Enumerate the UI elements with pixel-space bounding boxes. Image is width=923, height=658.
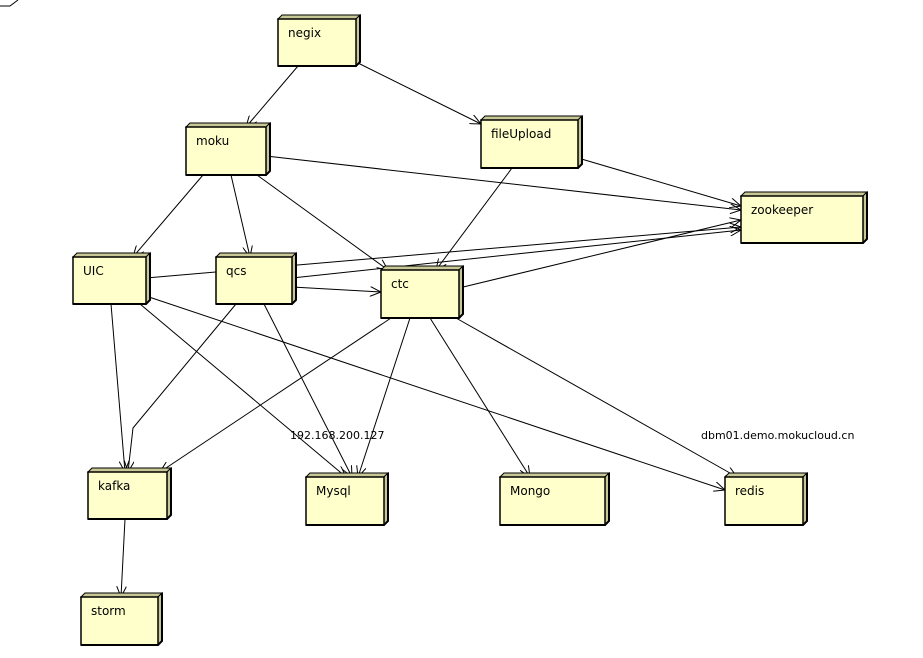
edge-layer — [110, 62, 741, 597]
edge-moku-to-qcs — [230, 174, 250, 257]
node-mysql[interactable]: Mysql — [304, 471, 390, 527]
node-label-storm: storm — [91, 604, 126, 618]
node-front-face — [305, 476, 385, 526]
node-front-face — [215, 256, 293, 305]
node-ctc[interactable]: ctc — [379, 264, 465, 320]
node-label-uic: UIC — [83, 264, 104, 278]
node-shadow-edge — [306, 473, 389, 526]
edge-fileupload-to-ctc — [436, 167, 513, 270]
node-shadow-edge — [88, 468, 172, 520]
node-zookeeper[interactable]: zookeeper — [739, 190, 869, 245]
node-front-face — [185, 126, 267, 176]
node-label-kafka: kafka — [98, 479, 130, 493]
edge-qcs-to-ctc — [291, 287, 381, 292]
edge-negix-to-moku — [246, 65, 299, 127]
corner-fragment — [0, 0, 19, 7]
edge-ctc-to-mysql — [358, 317, 411, 477]
edge-ctc-to-kafka — [160, 317, 392, 472]
node-front-face — [724, 476, 804, 526]
node-kafka[interactable]: kafka — [86, 466, 173, 521]
edge-moku-to-uic — [133, 174, 204, 257]
node-label-ctc: ctc — [391, 277, 409, 291]
edge-uic-to-mysql — [139, 303, 346, 477]
edge-kafka-to-storm — [121, 518, 125, 597]
node-label-moku: moku — [196, 134, 229, 148]
node-label-negix: negix — [288, 26, 321, 40]
edge-ctc-to-mongo — [429, 317, 530, 477]
node-front-face — [740, 195, 864, 244]
node-mongo[interactable]: Mongo — [498, 471, 611, 527]
node-label-fileupload: fileUpload — [491, 127, 551, 141]
edge-qcs-to-zookeeper — [291, 230, 741, 279]
edge-uic-to-redis — [145, 295, 725, 490]
mysql-host-note: 192.168.200.127 — [290, 429, 384, 442]
node-front-face — [277, 18, 357, 67]
node-shadow-edge — [278, 15, 361, 67]
edge-qcs-to-kafka — [128, 303, 237, 472]
edge-ctc-to-redis — [455, 317, 737, 477]
node-negix[interactable]: negix — [276, 13, 362, 68]
node-shadow-edge — [381, 266, 464, 319]
node-shadow-edge — [216, 253, 297, 305]
node-label-mysql: Mysql — [316, 484, 351, 498]
node-shadow-edge — [81, 593, 163, 646]
node-label-qcs: qcs — [226, 264, 246, 278]
node-qcs[interactable]: qcs — [214, 251, 298, 306]
node-label-redis: redis — [735, 484, 764, 498]
node-front-face — [87, 471, 168, 520]
node-storm[interactable]: storm — [79, 591, 164, 647]
node-front-face — [499, 476, 606, 526]
node-front-face — [72, 256, 147, 305]
edge-fileupload-to-zookeeper — [577, 157, 741, 206]
node-moku[interactable]: moku — [184, 121, 272, 177]
node-shadow-edge — [73, 253, 151, 305]
node-fileupload[interactable]: fileUpload — [479, 114, 584, 170]
edge-uic-to-kafka — [110, 303, 125, 472]
node-label-mongo: Mongo — [510, 484, 550, 498]
edge-moku-to-zookeeper — [265, 155, 741, 210]
edge-ctc-to-zookeeper — [458, 220, 741, 289]
node-shadow-edge — [500, 473, 610, 526]
node-front-face — [80, 596, 159, 646]
node-uic[interactable]: UIC — [71, 251, 152, 306]
edge-moku-to-ctc — [256, 174, 388, 270]
node-shadow-edge — [481, 116, 583, 169]
node-shadow-edge — [186, 123, 271, 176]
node-shadow-edge — [741, 192, 868, 244]
edge-qcs-to-mysql — [263, 303, 352, 477]
node-shadow-edge — [725, 473, 808, 526]
node-redis[interactable]: redis — [723, 471, 809, 527]
node-label-zookeeper: zookeeper — [751, 203, 813, 217]
edge-negix-to-fileupload — [357, 62, 481, 124]
node-front-face — [480, 119, 579, 169]
redis-host-note: dbm01.demo.mokucloud.cn — [701, 429, 854, 442]
